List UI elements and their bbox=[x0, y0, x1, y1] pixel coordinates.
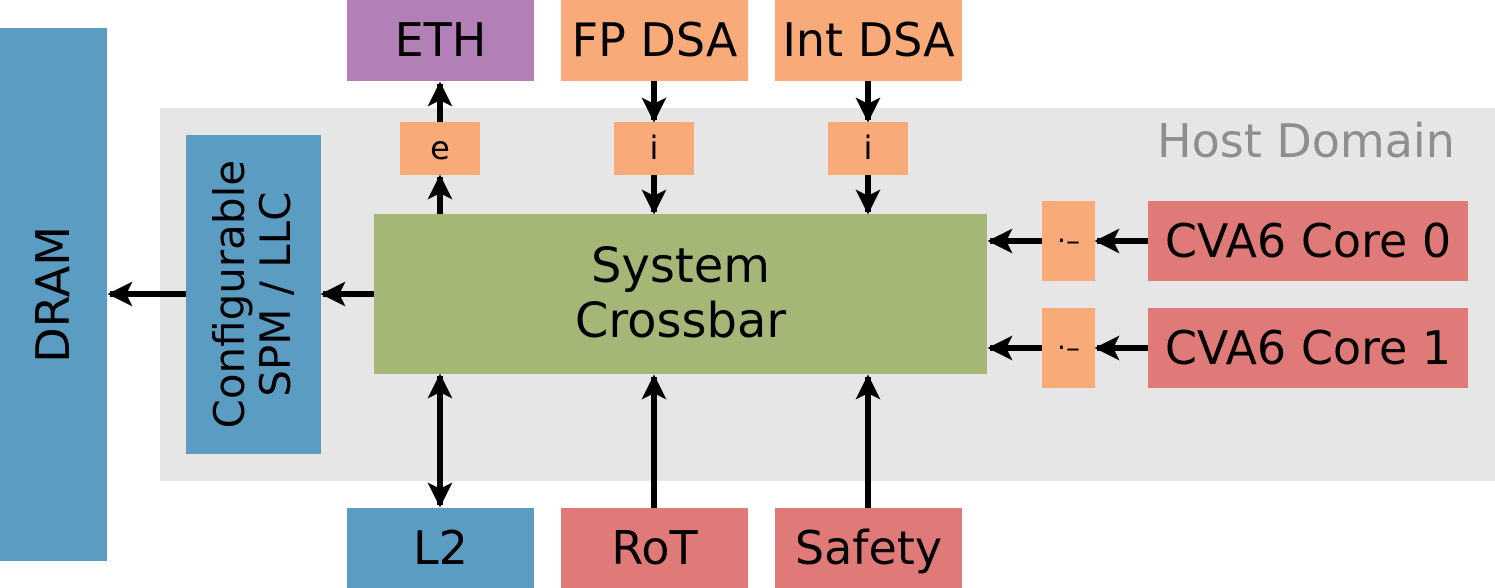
cva6-core-0: CVA6 Core 0 bbox=[1148, 201, 1468, 281]
core1-adapter: ·– bbox=[1042, 308, 1095, 388]
fp-adapter: i bbox=[614, 122, 694, 175]
int-dsa-block: Int DSA bbox=[775, 0, 962, 81]
fp-dsa-block: FP DSA bbox=[561, 0, 748, 81]
dram-block: DRAM bbox=[0, 28, 107, 561]
safety-block: Safety bbox=[775, 508, 962, 588]
eth-block: ETH bbox=[347, 0, 534, 81]
crossbar-line2: Crossbar bbox=[574, 293, 787, 349]
int-adapter: i bbox=[828, 122, 908, 175]
core0-adapter: ·– bbox=[1042, 201, 1095, 281]
host-domain-label: Host Domain bbox=[1157, 114, 1455, 168]
crossbar-line1: System bbox=[591, 237, 770, 294]
system-crossbar: System Crossbar bbox=[374, 214, 987, 374]
rot-block: RoT bbox=[561, 508, 748, 588]
spm-llc-block: Configurable SPM / LLC bbox=[186, 135, 321, 454]
l2-block: L2 bbox=[347, 508, 534, 588]
cva6-core-1: CVA6 Core 1 bbox=[1148, 308, 1468, 388]
eth-adapter: e bbox=[400, 122, 480, 175]
